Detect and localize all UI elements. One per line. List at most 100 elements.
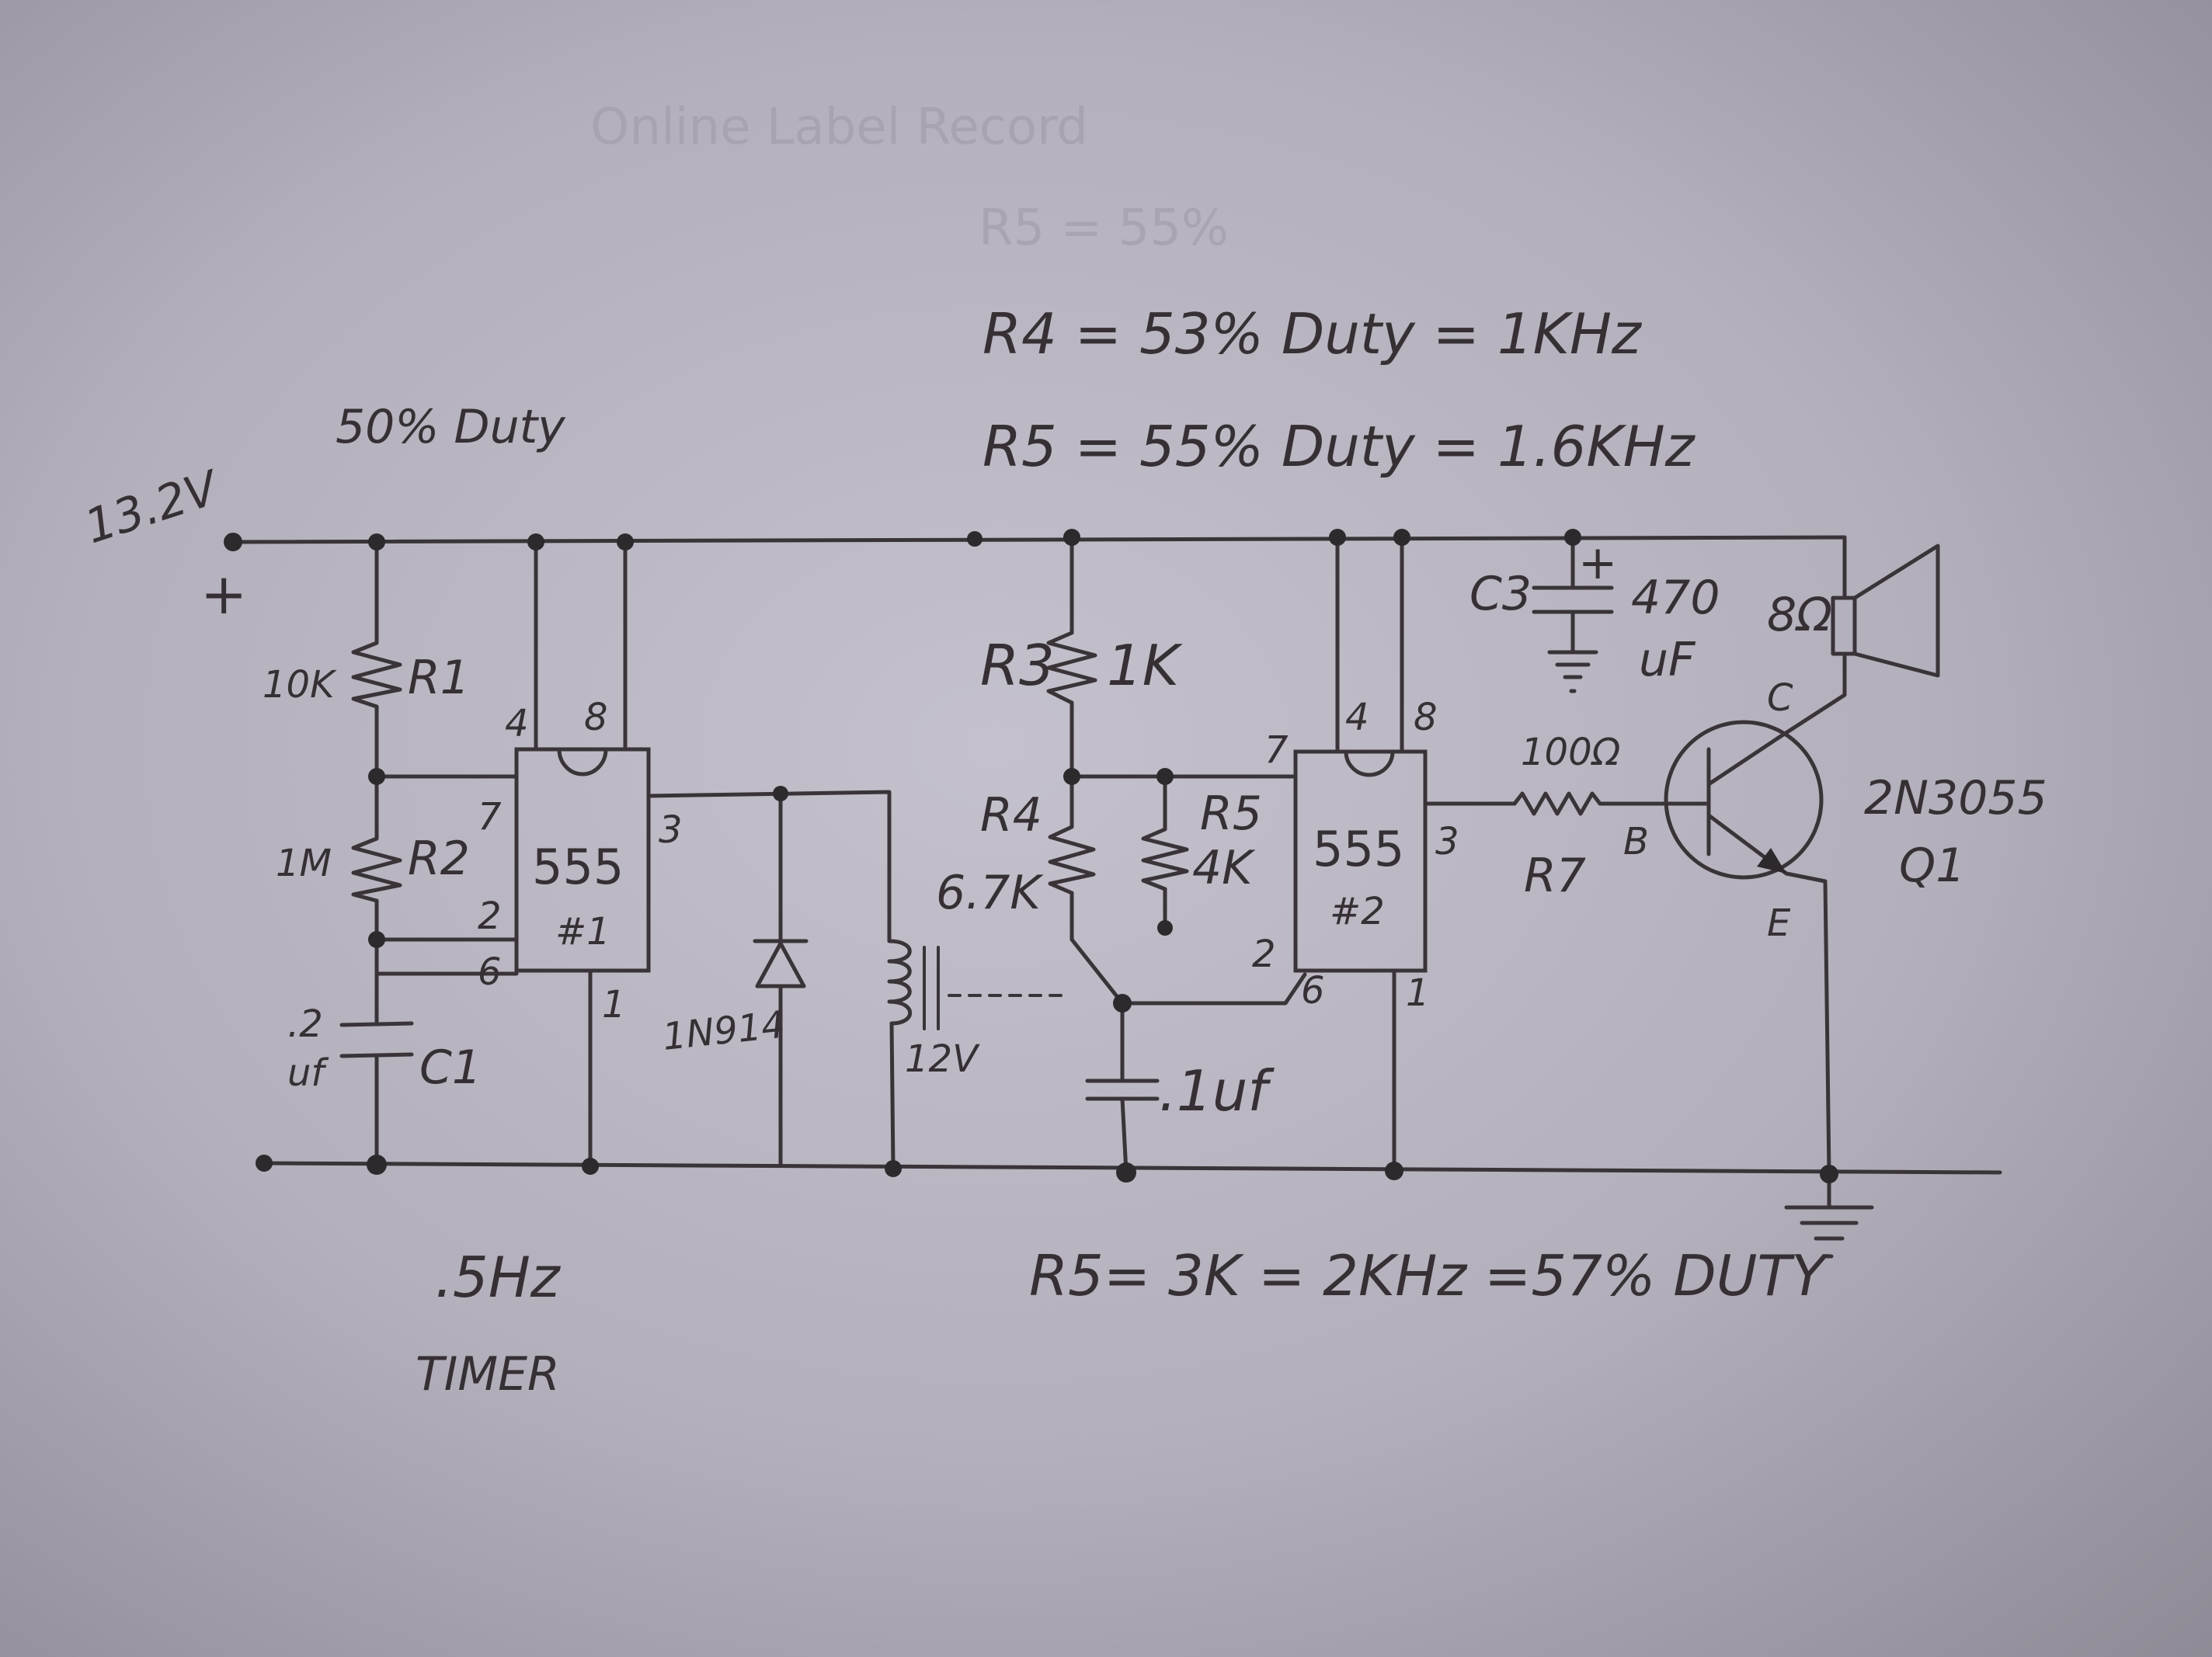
- supply-terminal: [224, 533, 242, 551]
- transistor-q1: [1664, 720, 1824, 880]
- relay-voltage-label: 12V: [905, 1037, 980, 1081]
- wire-r4-bottom: [1069, 891, 1125, 1006]
- r5-ref-label: R5: [1200, 787, 1262, 841]
- r5-value-label: 4K: [1192, 841, 1256, 895]
- ghost-text-r5: R5 = 55%: [979, 200, 1229, 257]
- wire-emitter: [1784, 871, 1831, 1176]
- junction-dot: [1564, 529, 1581, 546]
- r3-ref-label: R3: [980, 633, 1055, 698]
- capacitor-c1-plate-bottom: [339, 1052, 414, 1058]
- junction-dot: [368, 768, 385, 785]
- junction-dot: [1063, 768, 1080, 785]
- speaker-icon: [1831, 544, 1940, 678]
- junction-dot: [1113, 994, 1132, 1013]
- r4-value-label: 6.7K: [936, 866, 1044, 920]
- speaker-impedance-label: 8Ω: [1767, 588, 1832, 642]
- diode-label: 1N914: [660, 1003, 787, 1059]
- timing-cap-label: .1uf: [1159, 1058, 1275, 1124]
- c3-ground-symbol: [1547, 650, 1598, 693]
- resistor-r3: [1046, 619, 1097, 705]
- capacitor-c1-plate-top: [339, 1021, 414, 1027]
- c3-ref-label: C3: [1469, 567, 1532, 621]
- junction-dot: [1156, 768, 1174, 785]
- c3-value-label-top: 470: [1631, 571, 1720, 625]
- show-through-text: Online Label Record R5 = 55%: [590, 99, 1229, 257]
- c3-plus-label: +: [1578, 536, 1617, 590]
- junction-dot: [967, 531, 983, 547]
- diode-1n914: [755, 941, 806, 988]
- ic-555-2-notch: [1344, 749, 1395, 777]
- junction-dot: [885, 1160, 902, 1177]
- junction-dot: [582, 1158, 599, 1175]
- ic2-pin4-label: 4: [1345, 696, 1369, 739]
- ic2-pin6-label: 6: [1301, 969, 1325, 1013]
- junction-dot: [773, 786, 788, 801]
- relay-coil: [887, 939, 913, 1026]
- r4-ref-label: R4: [980, 788, 1042, 842]
- ic1-number-label: #1: [555, 910, 610, 954]
- junction-dot: [1157, 920, 1173, 936]
- ic2-pin1-label: 1: [1406, 971, 1430, 1015]
- ic2-pin3-label: 3: [1435, 820, 1459, 863]
- r7-value-label: 100Ω: [1521, 731, 1621, 774]
- timer-frequency-label: .5Hz: [435, 1245, 562, 1310]
- components: [339, 544, 1940, 1259]
- junction-dots: [224, 529, 1838, 1183]
- resistor-r1: [351, 630, 402, 709]
- junction-dot: [1393, 529, 1410, 546]
- junction-dot: [368, 931, 385, 948]
- c1-value-label-bottom: uf: [287, 1051, 329, 1095]
- ic2-pin2-label: 2: [1252, 933, 1276, 976]
- wires: [231, 535, 2002, 1176]
- q1-part-label: 2N3055: [1864, 771, 2047, 825]
- q1-ref-label: Q1: [1899, 839, 1965, 893]
- ic1-pin3-label: 3: [659, 808, 683, 852]
- ic-555-1-notch: [557, 747, 608, 776]
- timer-label: TIMER: [416, 1347, 560, 1402]
- junction-dot: [1063, 529, 1080, 546]
- q1-base-label: B: [1623, 820, 1649, 863]
- resistor-r4: [1048, 815, 1096, 895]
- ic1-pin2-label: 2: [478, 895, 502, 938]
- junction-dot: [527, 533, 544, 551]
- r2-value-label: 1M: [276, 842, 332, 885]
- ic1-pin8-label: 8: [584, 696, 608, 739]
- note-r4-duty: R4 = 53% Duty = 1KHz: [983, 301, 1643, 366]
- ic-555-1-body: [514, 747, 651, 973]
- junction-dot: [1385, 1162, 1403, 1180]
- junction-dot: [1329, 529, 1346, 546]
- wire-c2-ground: [1120, 1096, 1129, 1175]
- wire-collector: [1776, 651, 1847, 740]
- note-r5-duty: R5 = 55% Duty = 1.6KHz: [983, 414, 1696, 479]
- ic2-pin8-label: 8: [1414, 696, 1438, 739]
- r7-ref-label: R7: [1524, 849, 1586, 903]
- ic2-pin7-label: 7: [1264, 728, 1289, 772]
- ic2-number-label: #2: [1330, 890, 1385, 933]
- supply-voltage-label: 13.2V: [78, 460, 227, 555]
- note-50-duty: 50% Duty: [336, 400, 566, 454]
- c3-value-label-bottom: uF: [1639, 633, 1696, 687]
- ic1-pin6-label: 6: [478, 950, 502, 994]
- resistor-r2: [351, 828, 402, 903]
- ghost-text-title: Online Label Record: [590, 99, 1088, 156]
- junction-dot: [617, 533, 634, 551]
- ground-terminal: [256, 1155, 273, 1172]
- r2-ref-label: R2: [408, 832, 470, 886]
- note-r5-3k: R5= 3K = 2KHz =57% DUTY: [1029, 1243, 1829, 1308]
- q1-collector-label: C: [1767, 676, 1793, 720]
- junction-dot: [368, 533, 385, 551]
- ic1-pin1-label: 1: [602, 983, 626, 1027]
- junction-dot: [367, 1155, 387, 1175]
- resistor-r5: [1141, 817, 1189, 891]
- ic-555-2-body: [1293, 749, 1428, 973]
- resistor-r7: [1512, 791, 1602, 816]
- junction-dot: [1116, 1162, 1136, 1183]
- ic1-pin7-label: 7: [478, 795, 502, 839]
- ic1-name-label: 555: [532, 839, 624, 895]
- c1-value-label-top: .2: [287, 1002, 323, 1046]
- r1-value-label: 10K: [263, 663, 337, 707]
- wire-ic1-out: [646, 790, 892, 943]
- c1-ref-label: C1: [419, 1040, 482, 1095]
- q1-emitter-label: E: [1767, 901, 1791, 945]
